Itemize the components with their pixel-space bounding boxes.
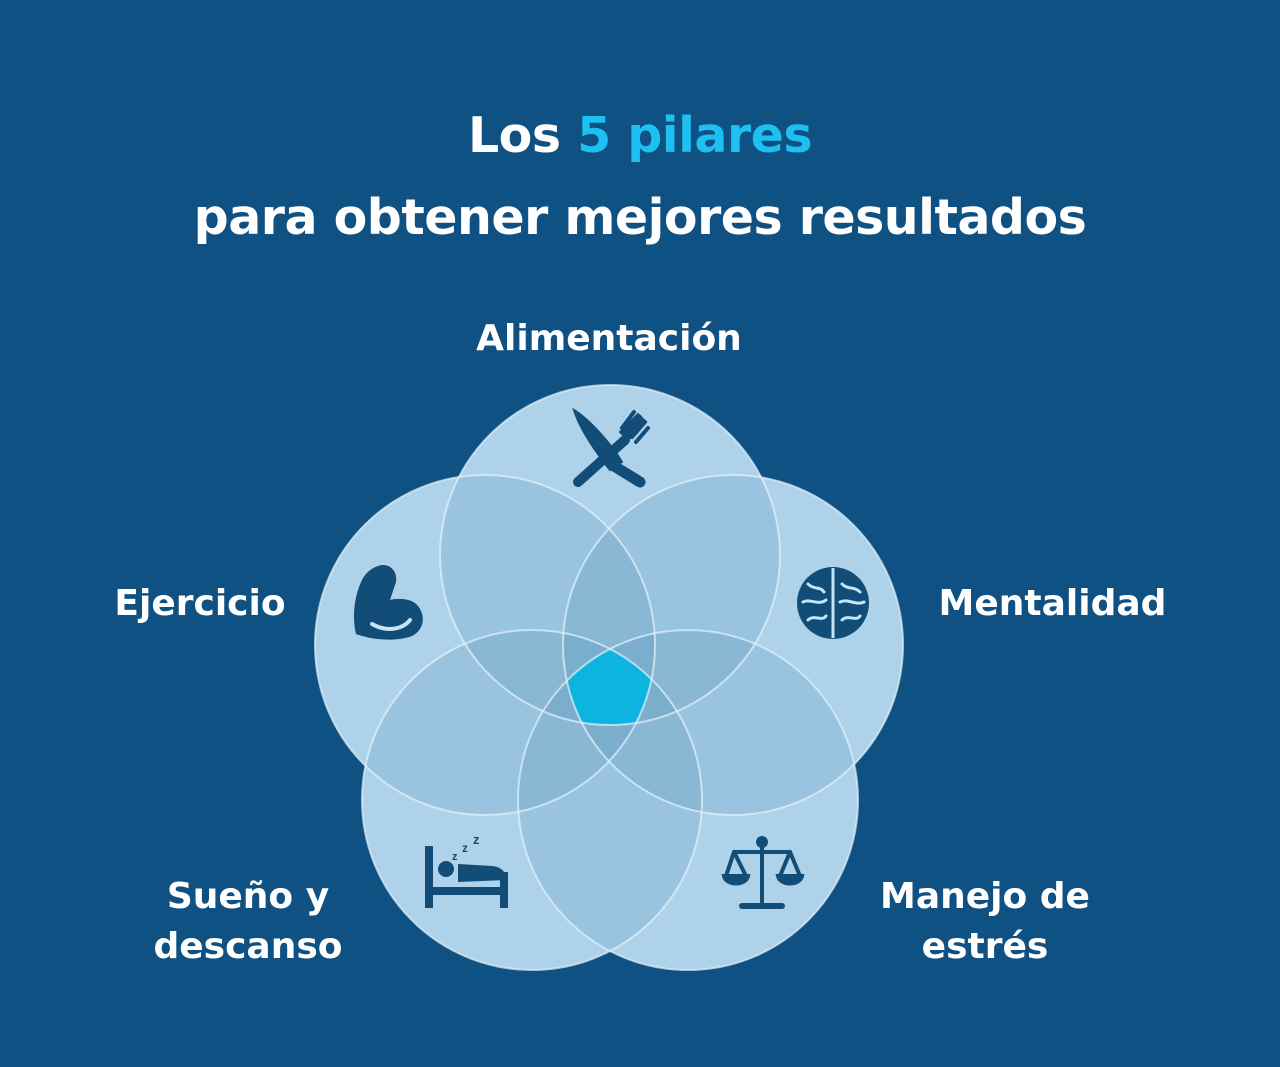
fork-knife-icon [572, 407, 650, 488]
label-manejo-estres-line2: estrés [921, 926, 1049, 967]
brain-icon [797, 567, 869, 639]
title-accent: 5 pilares [577, 107, 813, 164]
svg-text:z: z [462, 841, 468, 855]
svg-text:z: z [473, 832, 480, 847]
bed-sleep-icon: z z z [425, 832, 508, 908]
title-line-1: Los 5 pilares [0, 95, 1280, 177]
circle-ejercicio [315, 475, 655, 815]
page-title: Los 5 pilares para obtener mejores resul… [0, 95, 1280, 259]
label-manejo-estres: Manejo de estrés [855, 872, 1115, 972]
label-sueno-descanso-line1: Sueño y [166, 876, 330, 917]
label-alimentacion: Alimentación [476, 318, 742, 359]
label-sueno-descanso: Sueño y descanso [118, 872, 378, 972]
label-manejo-estres-line1: Manejo de [880, 876, 1090, 917]
label-mentalidad: Mentalidad [938, 583, 1167, 624]
flexed-arm-icon [354, 564, 423, 640]
svg-text:z: z [452, 851, 458, 863]
title-prefix: Los [467, 107, 578, 164]
label-ejercicio: Ejercicio [114, 583, 286, 624]
scale-icon [721, 836, 805, 909]
label-sueno-descanso-line2: descanso [153, 926, 343, 967]
circles-outline [314, 384, 904, 971]
title-line-2: para obtener mejores resultados [193, 189, 1087, 246]
